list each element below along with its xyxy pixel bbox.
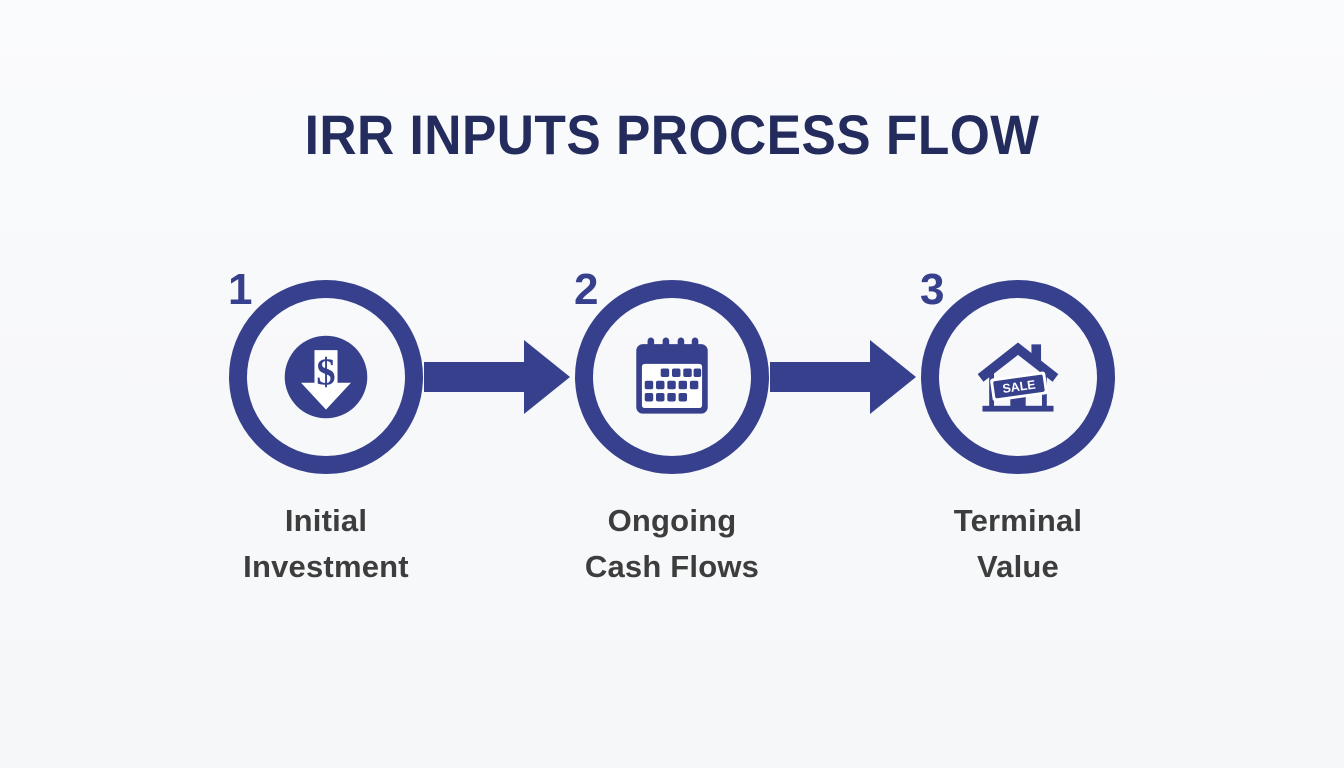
- label-line-2: Value: [977, 548, 1059, 584]
- flow-step-1[interactable]: 1 $: [222, 264, 430, 485]
- right-arrow-icon: [770, 340, 920, 414]
- arrow-shaft: [424, 362, 528, 392]
- house-sale-icon: SALE: [968, 327, 1068, 427]
- label-line-1: Terminal: [953, 503, 1083, 538]
- label-line-2: Cash Flows: [584, 548, 760, 584]
- process-flow-labels: Initial Investment Ongoing Cash Flows Te…: [0, 498, 1344, 590]
- step-circle-1: $: [229, 280, 423, 474]
- label-line-2: Investment: [243, 548, 409, 584]
- flow-step-2[interactable]: 2: [568, 264, 776, 485]
- flow-step-1-label: Initial Investment: [222, 498, 430, 590]
- svg-text:$: $: [316, 352, 335, 394]
- flow-step-3-label: Terminal Value: [914, 498, 1122, 590]
- arrow-head: [870, 340, 916, 414]
- dollar-down-arrow-icon: $: [276, 327, 376, 427]
- page-title: IRR INPUTS PROCESS FLOW: [304, 103, 1040, 166]
- label-line-1: Ongoing: [607, 503, 737, 538]
- arrow-head: [524, 340, 570, 414]
- process-flow-row: 1 $ 2: [0, 262, 1344, 492]
- label-line-1: Initial: [284, 503, 368, 538]
- arrow-shaft: [770, 362, 874, 392]
- step-circle-3: SALE: [921, 280, 1115, 474]
- house-sale-sign-text: SALE: [1002, 378, 1037, 396]
- step-number-3: 3: [920, 264, 945, 314]
- right-arrow-icon: [424, 340, 574, 414]
- flow-step-2-label: Ongoing Cash Flows: [568, 498, 776, 590]
- step-circle-2: [575, 280, 769, 474]
- step-number-1: 1: [228, 264, 253, 314]
- calendar-icon: [622, 327, 722, 427]
- step-number-2: 2: [574, 264, 599, 314]
- flow-step-3[interactable]: 3: [914, 264, 1122, 485]
